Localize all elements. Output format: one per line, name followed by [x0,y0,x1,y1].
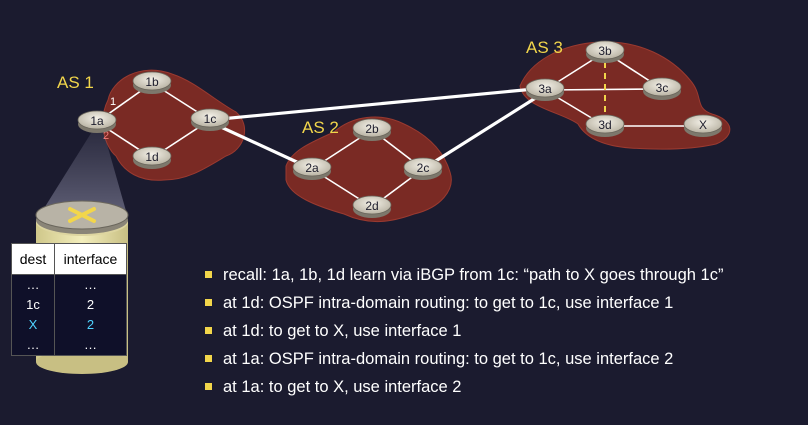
table-row: … … [12,275,126,295]
bullet-item: at 1d: to get to X, use interface 1 [205,319,723,343]
router-2c: 2c [403,157,443,180]
router-3a: 3a [525,78,565,101]
table-cell-interface: … [84,337,97,352]
table-cell-dest: X [12,315,55,335]
forwarding-table: dest interface … … 1c 2 X 2 … … [11,243,127,356]
as3-label: AS 3 [526,38,563,57]
router-1c: 1c [190,108,230,131]
router-2d: 2d [352,195,392,218]
svg-text:1d: 1d [145,150,158,164]
bullet-square-icon [205,383,212,390]
svg-text:2d: 2d [365,199,378,213]
table-header-interface: interface [63,251,118,267]
interface-label-2: 2 [103,130,109,142]
inter-as-links [209,86,546,171]
table-row: … … [12,335,126,355]
as2-label: AS 2 [302,118,339,137]
svg-text:1c: 1c [204,112,217,126]
svg-text:3a: 3a [538,82,552,96]
table-cell-interface: 2 [86,317,95,332]
lookup-beam [38,130,128,218]
table-header-dest: dest [12,244,55,274]
svg-text:X: X [699,118,707,132]
bullet-item: at 1d: OSPF intra-domain routing: to get… [205,291,723,315]
table-row-highlighted: X 2 [12,315,126,335]
bullet-square-icon [205,299,212,306]
router-arrows-icon [68,207,96,223]
table-cell-interface: … [84,277,97,292]
interface-label-1: 1 [110,96,116,108]
router-3c: 3c [642,77,682,100]
router-1a: 1a [77,110,117,133]
explanation-bullets: recall: 1a, 1b, 1d learn via iBGP from 1… [205,263,723,403]
svg-text:3d: 3d [598,118,611,132]
bullet-square-icon [205,271,212,278]
bullet-item: at 1a: to get to X, use interface 2 [205,375,723,399]
router-3d: 3d [585,114,625,137]
svg-text:3c: 3c [656,81,669,95]
table-row: 1c 2 [12,295,126,315]
bullet-square-icon [205,327,212,334]
table-cell-dest: 1c [12,295,55,315]
table-cell-dest: … [12,275,55,295]
svg-text:1a: 1a [90,114,104,128]
bullet-item: at 1a: OSPF intra-domain routing: to get… [205,347,723,371]
table-header-row: dest interface [12,244,126,275]
router-1b: 1b [132,71,172,94]
svg-text:2a: 2a [305,161,319,175]
svg-text:3b: 3b [598,44,612,58]
table-cell-dest: … [12,335,55,355]
bullet-item: recall: 1a, 1b, 1d learn via iBGP from 1… [205,263,723,287]
as1-label: AS 1 [57,73,94,92]
router-3b: 3b [585,40,625,63]
as2-cloud [285,116,452,223]
router-x: X [683,114,723,137]
bullet-square-icon [205,355,212,362]
router-1d: 1d [132,146,172,169]
svg-text:2c: 2c [417,161,430,175]
svg-text:1b: 1b [145,75,159,89]
router-2a: 2a [292,157,332,180]
router-2b: 2b [352,118,392,141]
table-cell-interface: 2 [86,297,95,312]
svg-text:2b: 2b [365,122,379,136]
